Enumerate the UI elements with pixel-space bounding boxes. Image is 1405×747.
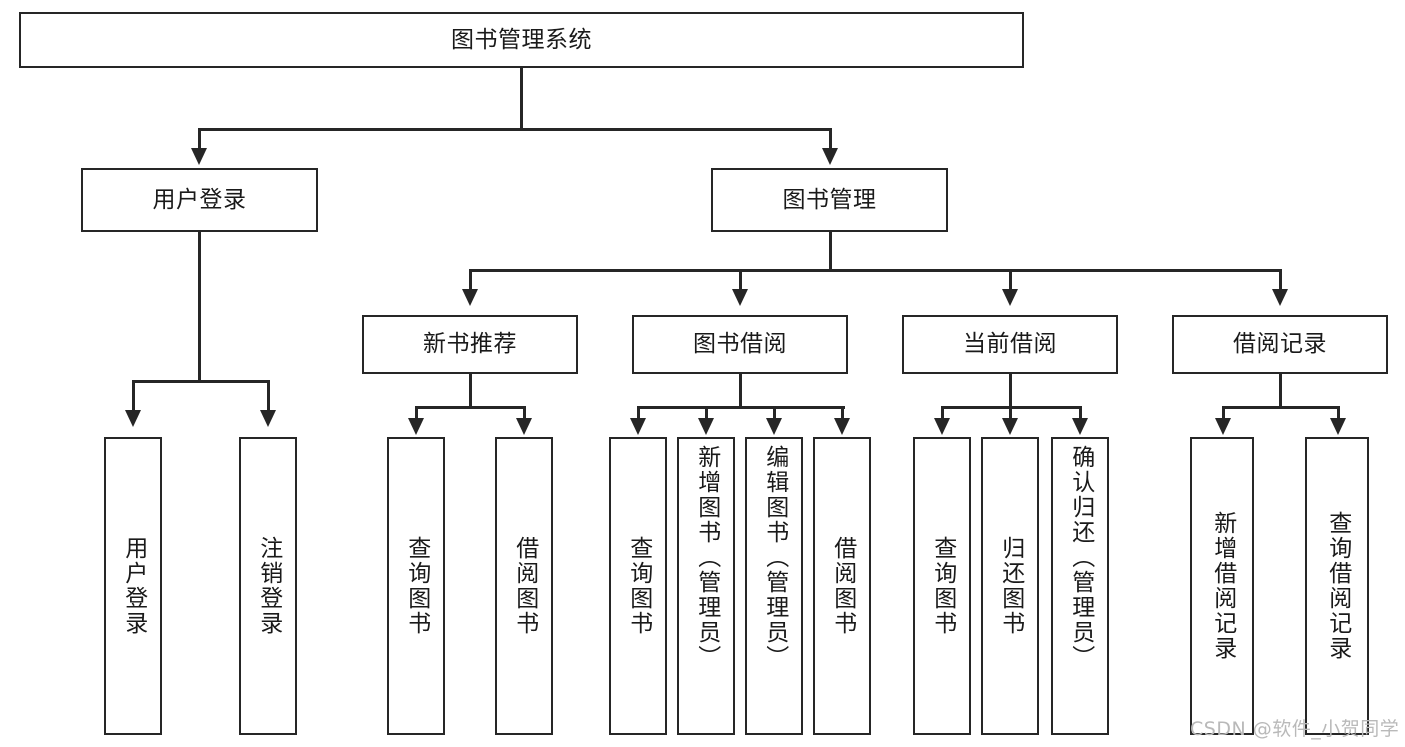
connector-root-stem bbox=[520, 68, 523, 128]
connector-drop-user-login bbox=[198, 128, 201, 150]
node-borrow-record[interactable]: 借阅记录 bbox=[1172, 315, 1388, 374]
node-user-login[interactable]: 用户登录 bbox=[81, 168, 318, 232]
arrowhead-current-borrow bbox=[1002, 289, 1018, 306]
arrowhead-leaf-confirm-return bbox=[1072, 418, 1088, 435]
leaf-edit-book-admin[interactable]: 编辑图书（管理员） bbox=[745, 437, 803, 735]
connector-new-book-recommend-bus bbox=[415, 406, 525, 409]
arrowhead-user-login bbox=[191, 148, 207, 165]
connector-drop-leaf-query-book-3 bbox=[941, 406, 944, 424]
arrowhead-leaf-query-book-1 bbox=[408, 418, 424, 435]
leaf-query-borrow-record[interactable]: 查询借阅记录 bbox=[1305, 437, 1369, 735]
connector-drop-book-borrow bbox=[739, 269, 742, 291]
arrowhead-borrow-record bbox=[1272, 289, 1288, 306]
connector-drop-leaf-borrow-book-2 bbox=[841, 406, 844, 424]
connector-drop-leaf-query-book-2 bbox=[637, 406, 640, 424]
arrowhead-book-management bbox=[822, 148, 838, 165]
connector-current-borrow-stem bbox=[1009, 374, 1012, 408]
node-label: 查询借阅记录 bbox=[1324, 511, 1351, 661]
connector-drop-book-management bbox=[829, 128, 832, 150]
node-label: 图书管理系统 bbox=[451, 26, 592, 53]
arrowhead-leaf-user-login bbox=[125, 410, 141, 427]
connector-book-management-stem bbox=[829, 232, 832, 271]
arrowhead-leaf-edit-book bbox=[766, 418, 782, 435]
node-label: 查询图书 bbox=[929, 536, 956, 636]
node-label: 新增借阅记录 bbox=[1209, 511, 1236, 661]
node-label: 归还图书 bbox=[997, 536, 1024, 636]
node-label: 图书借阅 bbox=[693, 331, 787, 358]
connector-drop-new-book-recommend bbox=[469, 269, 472, 291]
arrowhead-leaf-logout bbox=[260, 410, 276, 427]
leaf-query-book-current[interactable]: 查询图书 bbox=[913, 437, 971, 735]
connector-drop-borrow-record bbox=[1279, 269, 1282, 291]
arrowhead-leaf-query-book-2 bbox=[630, 418, 646, 435]
node-new-book-recommend[interactable]: 新书推荐 bbox=[362, 315, 578, 374]
connector-book-borrow-stem bbox=[739, 374, 742, 408]
connector-level3-bus bbox=[469, 269, 1281, 272]
node-label: 当前借阅 bbox=[963, 331, 1057, 358]
arrowhead-leaf-borrow-book-2 bbox=[834, 418, 850, 435]
connector-user-login-stem bbox=[198, 232, 201, 382]
arrowhead-leaf-add-borrow-record bbox=[1215, 418, 1231, 435]
node-label: 借阅图书 bbox=[511, 536, 538, 636]
arrowhead-leaf-return-book bbox=[1002, 418, 1018, 435]
node-label: 查询图书 bbox=[625, 536, 652, 636]
leaf-add-book-admin[interactable]: 新增图书（管理员） bbox=[677, 437, 735, 735]
connector-drop-leaf-query-book-1 bbox=[415, 406, 418, 424]
arrowhead-new-book-recommend bbox=[462, 289, 478, 306]
leaf-add-borrow-record[interactable]: 新增借阅记录 bbox=[1190, 437, 1254, 735]
node-label: 新增图书（管理员） bbox=[693, 445, 720, 670]
node-label: 注销登录 bbox=[255, 536, 282, 636]
node-current-borrow[interactable]: 当前借阅 bbox=[902, 315, 1118, 374]
connector-book-borrow-bus bbox=[637, 406, 845, 409]
leaf-query-book-recommend[interactable]: 查询图书 bbox=[387, 437, 445, 735]
node-label: 确认归还（管理员） bbox=[1067, 445, 1094, 670]
node-label: 新书推荐 bbox=[423, 331, 517, 358]
connector-level2-bus bbox=[198, 128, 832, 131]
node-label: 查询图书 bbox=[403, 536, 430, 636]
arrowhead-leaf-borrow-book-1 bbox=[516, 418, 532, 435]
connector-user-login-bus bbox=[132, 380, 269, 383]
node-label: 借阅图书 bbox=[829, 536, 856, 636]
connector-borrow-record-stem bbox=[1279, 374, 1282, 408]
connector-new-book-recommend-stem bbox=[469, 374, 472, 408]
connector-drop-leaf-borrow-book-1 bbox=[523, 406, 526, 424]
leaf-query-book-borrow[interactable]: 查询图书 bbox=[609, 437, 667, 735]
leaf-return-book[interactable]: 归还图书 bbox=[981, 437, 1039, 735]
leaf-confirm-return-admin[interactable]: 确认归还（管理员） bbox=[1051, 437, 1109, 735]
arrowhead-book-borrow bbox=[732, 289, 748, 306]
node-label: 用户登录 bbox=[120, 536, 147, 636]
connector-drop-leaf-query-borrow-record bbox=[1337, 406, 1340, 424]
connector-drop-leaf-logout bbox=[267, 380, 270, 412]
connector-drop-leaf-edit-book bbox=[773, 406, 776, 424]
leaf-logout[interactable]: 注销登录 bbox=[239, 437, 297, 735]
connector-drop-leaf-user-login bbox=[132, 380, 135, 412]
node-label: 图书管理 bbox=[782, 186, 877, 213]
node-label: 用户登录 bbox=[152, 186, 247, 213]
connector-drop-current-borrow bbox=[1009, 269, 1012, 291]
node-root-book-management-system[interactable]: 图书管理系统 bbox=[19, 12, 1024, 68]
node-label: 借阅记录 bbox=[1233, 331, 1327, 358]
connector-drop-leaf-confirm-return bbox=[1079, 406, 1082, 424]
connector-drop-leaf-add-book bbox=[705, 406, 708, 424]
connector-drop-leaf-return-book bbox=[1009, 406, 1012, 424]
node-book-management[interactable]: 图书管理 bbox=[711, 168, 948, 232]
leaf-user-login[interactable]: 用户登录 bbox=[104, 437, 162, 735]
node-label: 编辑图书（管理员） bbox=[761, 445, 788, 670]
arrowhead-leaf-add-book bbox=[698, 418, 714, 435]
connector-borrow-record-bus bbox=[1222, 406, 1339, 409]
leaf-borrow-book[interactable]: 借阅图书 bbox=[813, 437, 871, 735]
arrowhead-leaf-query-borrow-record bbox=[1330, 418, 1346, 435]
arrowhead-leaf-query-book-3 bbox=[934, 418, 950, 435]
connector-drop-leaf-add-borrow-record bbox=[1222, 406, 1225, 424]
node-book-borrow[interactable]: 图书借阅 bbox=[632, 315, 848, 374]
leaf-borrow-book-recommend[interactable]: 借阅图书 bbox=[495, 437, 553, 735]
